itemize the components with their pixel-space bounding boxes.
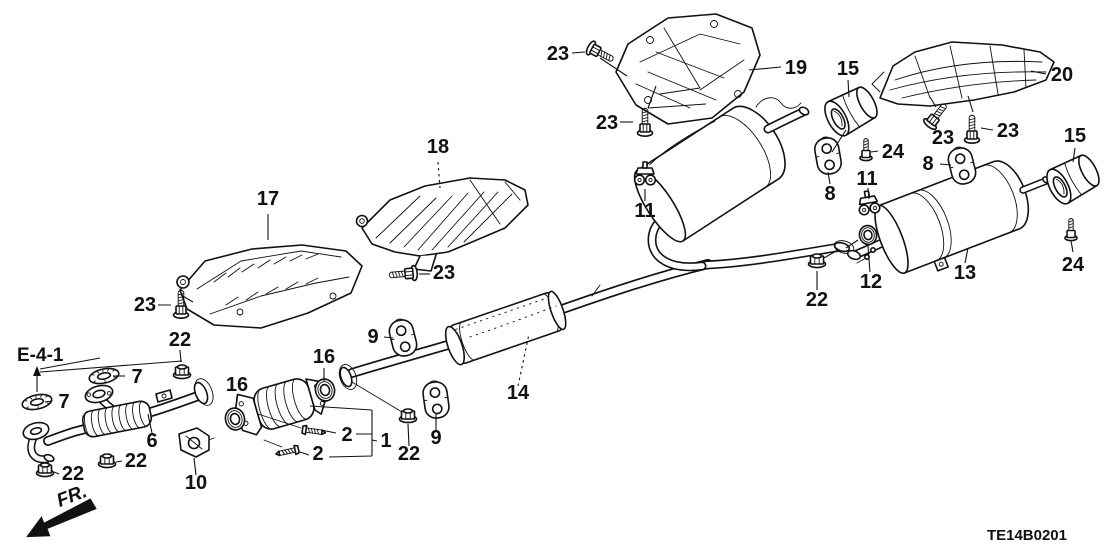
callout-22-e: 22	[806, 289, 828, 311]
fr-arrow-icon	[26, 498, 97, 538]
callout-1: 1	[380, 430, 391, 452]
callout-11-b: 11	[856, 168, 877, 190]
exhaust-pipe-a	[22, 378, 214, 464]
callout-24-a: 24	[882, 141, 905, 163]
callout-17: 17	[257, 188, 279, 210]
callout-8-a: 8	[824, 183, 835, 205]
section-reference-label: E-4-1	[17, 345, 64, 366]
callout-11-a: 11	[634, 200, 655, 222]
bolt-24-right	[1064, 217, 1078, 242]
self-lock-nut-22-b	[97, 453, 117, 469]
callout-7-a: 7	[131, 366, 142, 388]
callout-23-e: 23	[433, 262, 455, 284]
callout-22-b: 22	[125, 450, 147, 472]
callout-15-a: 15	[837, 58, 859, 80]
callout-labels: 23 19 23 15 20 23 23 24 8 11 15 24 8 13 …	[58, 43, 1086, 494]
stud-bolt-2-upper	[301, 424, 327, 438]
heat-shield-20	[871, 41, 1055, 107]
drawing-code: TE14B0201	[987, 527, 1067, 544]
callout-7-b: 7	[58, 391, 69, 413]
callout-22-c: 22	[62, 463, 84, 485]
rubber-mount-9-lower	[420, 378, 452, 421]
front-direction-indicator: FR.	[26, 481, 97, 538]
callout-8-b: 8	[922, 153, 933, 175]
callout-24-b: 24	[1062, 254, 1085, 276]
pipe-bracket-10	[178, 427, 215, 458]
callout-23-a: 23	[547, 43, 569, 65]
callout-16-a: 16	[226, 374, 248, 396]
self-lock-nut-22-d	[398, 408, 418, 424]
callout-9-b: 9	[430, 427, 441, 449]
stud-bolt-2-lower	[274, 444, 301, 460]
leader-lines	[33, 51, 1076, 476]
callout-9-a: 9	[367, 326, 378, 348]
catalytic-converter	[234, 378, 327, 436]
callout-2-b: 2	[312, 443, 323, 465]
callout-13: 13	[954, 262, 976, 284]
heat-shield-18	[355, 177, 529, 272]
callout-23-b: 23	[596, 112, 618, 134]
callout-20: 20	[1051, 64, 1073, 86]
bolt-24-left	[859, 137, 873, 162]
self-lock-nut-22-a	[172, 364, 192, 380]
callout-6: 6	[146, 430, 157, 452]
callout-23-f: 23	[134, 294, 156, 316]
finisher-15-left	[819, 81, 883, 141]
flange-bolt-23-d	[963, 114, 981, 144]
callout-23-d: 23	[997, 120, 1019, 142]
callout-22-a: 22	[169, 329, 191, 351]
callout-15-b: 15	[1064, 125, 1086, 147]
callout-2-a: 2	[341, 424, 352, 446]
callout-18: 18	[427, 136, 449, 158]
flange-bolt-23-a	[583, 39, 618, 68]
muffler-left	[633, 97, 810, 243]
callout-14: 14	[507, 382, 530, 404]
muffler-right	[846, 160, 1053, 275]
callout-23-c: 23	[932, 127, 954, 149]
callout-10: 10	[185, 472, 207, 494]
exhaust-pipe-b	[338, 207, 855, 390]
callout-19: 19	[785, 57, 807, 79]
resonator	[444, 290, 567, 366]
callout-22-d: 22	[398, 443, 420, 465]
flange-bolt-23-e	[387, 264, 419, 284]
callout-12: 12	[860, 271, 882, 293]
heat-shield-17	[176, 244, 363, 329]
flex-braid-section	[81, 400, 153, 438]
callout-16-b: 16	[313, 346, 335, 368]
self-lock-nut-22-e	[807, 253, 827, 269]
self-lock-nut-22-c	[35, 462, 55, 478]
